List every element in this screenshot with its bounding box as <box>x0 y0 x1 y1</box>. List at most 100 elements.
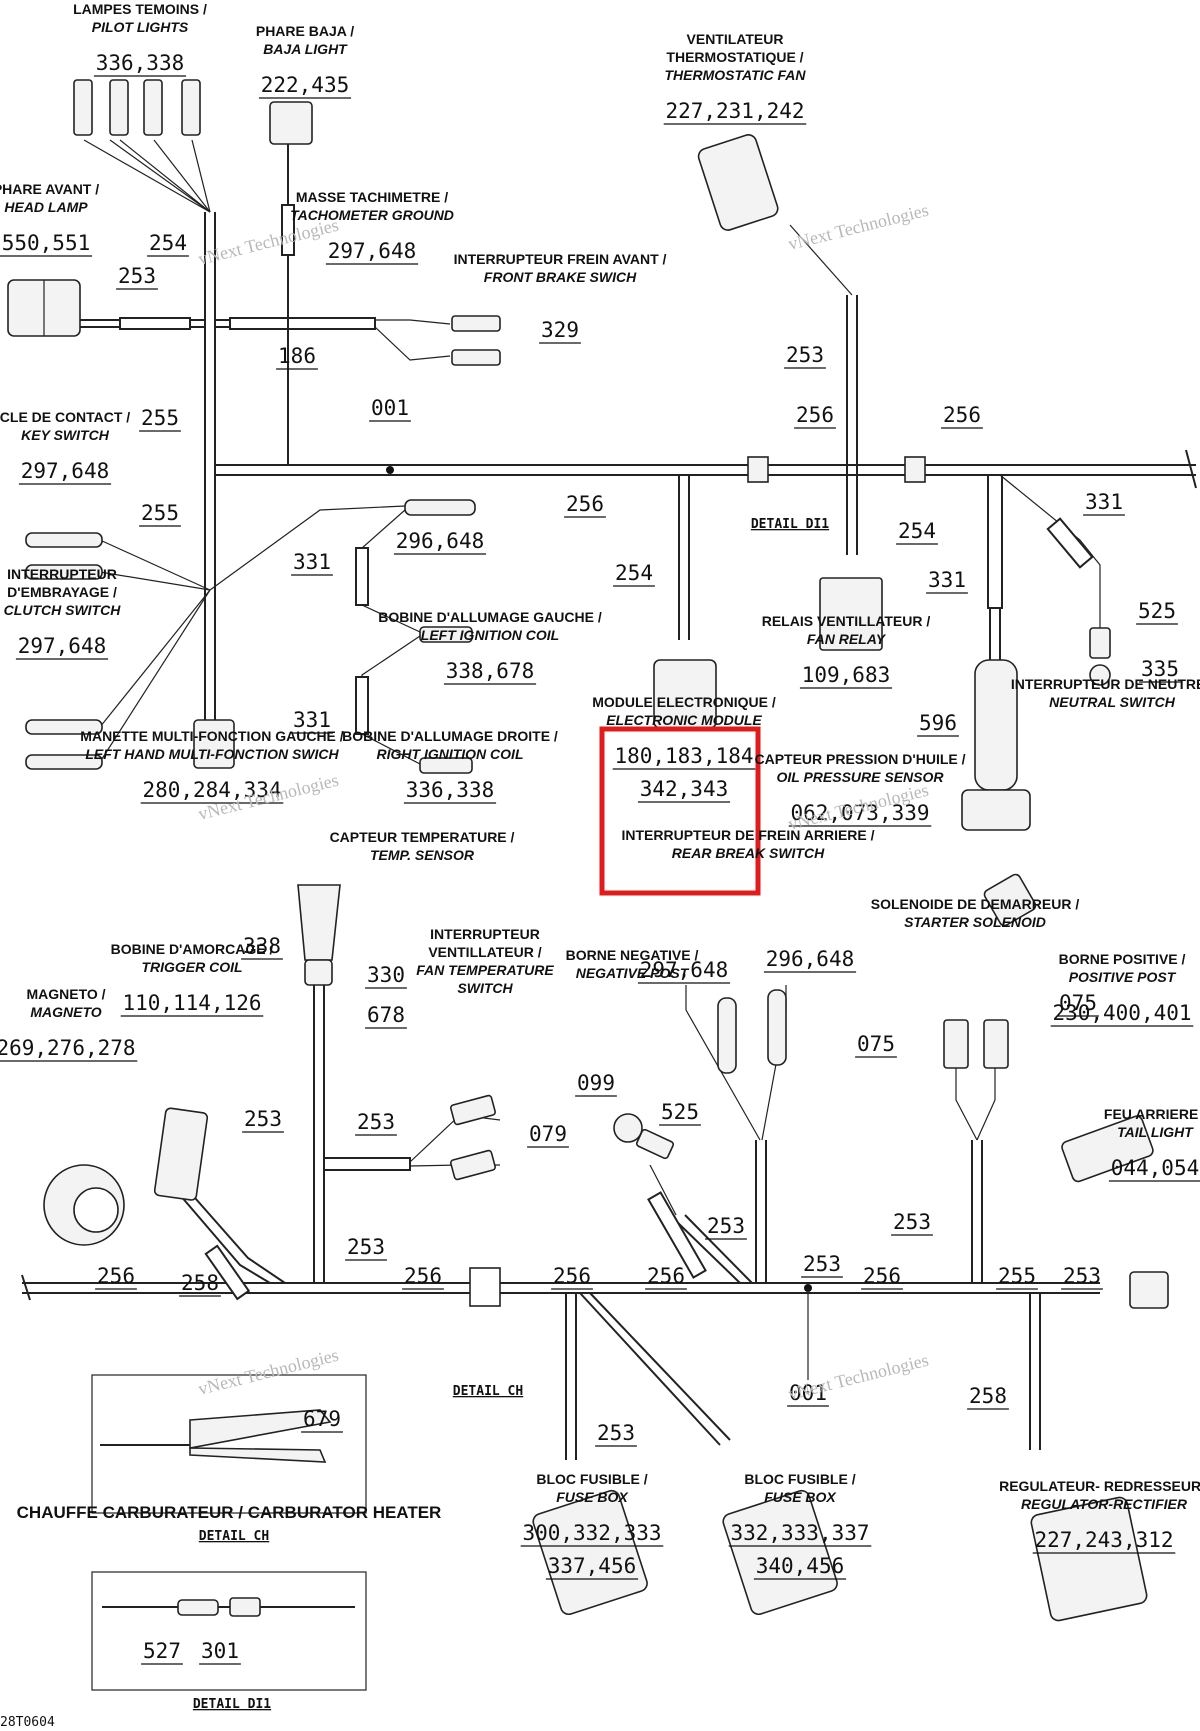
carburator-heater-label: CHAUFFE CARBURATEUR / CARBURATOR HEATER <box>17 1503 442 1522</box>
detail-label: DETAIL DI1 <box>751 517 829 532</box>
part-number: 337,456 <box>548 1554 637 1578</box>
callout-label: RIGHT IGNITION COIL <box>377 746 524 762</box>
callout-label: BOBINE D'ALLUMAGE GAUCHE / <box>378 609 602 625</box>
wire-code: 075 <box>857 1032 895 1056</box>
callout-label: POSITIVE POST <box>1069 969 1177 985</box>
wire-code: 079 <box>529 1122 567 1146</box>
callout-label: RELAIS VENTILLATEUR / <box>762 613 931 629</box>
callout-label: MODULE ELECTRONIQUE / <box>592 694 776 710</box>
callout-label: BOBINE D'AMORCAGE / <box>111 941 274 957</box>
callout-label: CLUTCH SWITCH <box>4 602 122 618</box>
wire-code: 331 <box>293 708 331 732</box>
part-number: 062,073,339 <box>790 801 929 825</box>
callout-bobine-amorcage: BOBINE D'AMORCAGE /TRIGGER COIL110,114,1… <box>111 941 274 1017</box>
callout-label: CAPTEUR TEMPERATURE / <box>330 829 515 845</box>
callout-regulateur: REGULATEUR- REDRESSEUR /REGULATOR-RECTIF… <box>999 1478 1200 1554</box>
callout-module: MODULE ELECTRONIQUE /ELECTRONIC MODULE18… <box>592 694 776 803</box>
callout-label: FRONT BRAKE SWICH <box>484 269 637 285</box>
callout-frein-arriere: INTERRUPTEUR DE FREIN ARRIERE /REAR BREA… <box>621 827 874 861</box>
wire-code: 256 <box>796 403 834 427</box>
callout-label: THERMOSTATIC FAN <box>664 67 806 83</box>
callout-bobine-d: BOBINE D'ALLUMAGE DROITE / RIGHT IGNITION… <box>342 728 558 804</box>
wire-code: 525 <box>1138 599 1176 623</box>
callout-label: BLOC FUSIBLE / <box>744 1471 855 1487</box>
wire-code: 527 <box>143 1639 181 1663</box>
callout-label: BLOC FUSIBLE / <box>536 1471 647 1487</box>
callout-label: TACHOMETER GROUND <box>290 207 454 223</box>
callout-label: INTERRUPTEUR FREIN AVANT / <box>454 251 667 267</box>
callout-label: INTERRUPTEUR <box>7 566 117 582</box>
callout-label: LEFT HAND MULTI-FONCTION SWICH <box>85 746 339 762</box>
callout-label: REAR BREAK SWITCH <box>672 845 825 861</box>
callout-label: OIL PRESSURE SENSOR <box>776 769 944 785</box>
part-number: 280,284,334 <box>142 778 281 802</box>
callout-borne-neg: BORNE NEGATIVE / NEGATIVE POST <box>566 947 699 981</box>
wire-code: 256 <box>647 1264 685 1288</box>
wire-code: 256 <box>943 403 981 427</box>
wire-code: 301 <box>201 1639 239 1663</box>
part-number: 227,231,242 <box>665 99 804 123</box>
callout-label: FUSE BOX <box>556 1489 629 1505</box>
wire-code: 256 <box>863 1264 901 1288</box>
detail-label: DETAIL DI1 <box>193 1697 271 1712</box>
callout-label: D'EMBRAYAGE / <box>7 584 117 600</box>
callout-label: NEGATIVE POST <box>576 965 690 981</box>
wire-code: 255 <box>998 1264 1036 1288</box>
callout-label: MAGNETO / <box>26 986 105 1002</box>
wire-code: 335 <box>1141 657 1179 681</box>
wire-code: 255 <box>141 501 179 525</box>
callout-label: BORNE NEGATIVE / <box>566 947 699 963</box>
callout-manette: MANETTE MULTI-FONCTION GAUCHE / LEFT HAND… <box>80 728 344 804</box>
wire-code: 253 <box>357 1110 395 1134</box>
highlight-box <box>599 726 761 896</box>
wire-code: 596 <box>919 711 957 735</box>
callout-label: MANETTE MULTI-FONCTION GAUCHE / <box>80 728 343 744</box>
wire-code: 330 <box>367 963 405 987</box>
detail-label: DETAIL CH <box>199 1529 269 1544</box>
wire-code: 254 <box>898 519 936 543</box>
callout-solenoide: SOLENOIDE DE DEMARREUR /STARTER SOLENOID <box>871 896 1080 930</box>
wire-code: 253 <box>244 1107 282 1131</box>
wire-code: 254 <box>615 561 653 585</box>
callout-label: MAGNETO <box>30 1004 101 1020</box>
callout-frein-avant: INTERRUPTEUR FREIN AVANT / FRONT BRAKE SW… <box>454 251 667 285</box>
wire-code: 256 <box>97 1264 135 1288</box>
callout-label: FUSE BOX <box>764 1489 837 1505</box>
callout-masse: MASSE TACHIMETRE /TACHOMETER GROUND297,6… <box>290 189 454 265</box>
callout-label: INTERRUPTEUR <box>430 926 540 942</box>
part-number: 297,648 <box>21 459 110 483</box>
watermark-text: vNext Technologies <box>196 215 340 269</box>
callout-label: FEU ARRIERE / <box>1104 1106 1200 1122</box>
callout-label: BOBINE D'ALLUMAGE DROITE / <box>342 728 558 744</box>
wire-code: 678 <box>367 1003 405 1027</box>
wire-code: 253 <box>707 1214 745 1238</box>
wire-code: 001 <box>789 1381 827 1405</box>
callout-temperature: CAPTEUR TEMPERATURE /TEMP. SENSOR <box>330 829 515 863</box>
callout-label: STARTER SOLENOID <box>904 914 1046 930</box>
wire-code: 338 <box>243 934 281 958</box>
lower-harness-lines <box>21 985 1100 1460</box>
wire-code: 254 <box>149 231 187 255</box>
callout-label: BAJA LIGHT <box>263 41 348 57</box>
callout-label: VENTILLATEUR / <box>428 944 541 960</box>
wire-code: 296,648 <box>766 947 855 971</box>
part-number: 044,054 <box>1111 1156 1200 1180</box>
callout-label: PILOT LIGHTS <box>92 19 189 35</box>
wire-code: 256 <box>566 492 604 516</box>
wire-code: 253 <box>347 1235 385 1259</box>
watermark: vNext Technologies <box>196 1345 340 1399</box>
wire-code: 253 <box>1063 1264 1101 1288</box>
part-number: 230,400,401 <box>1052 1001 1191 1025</box>
